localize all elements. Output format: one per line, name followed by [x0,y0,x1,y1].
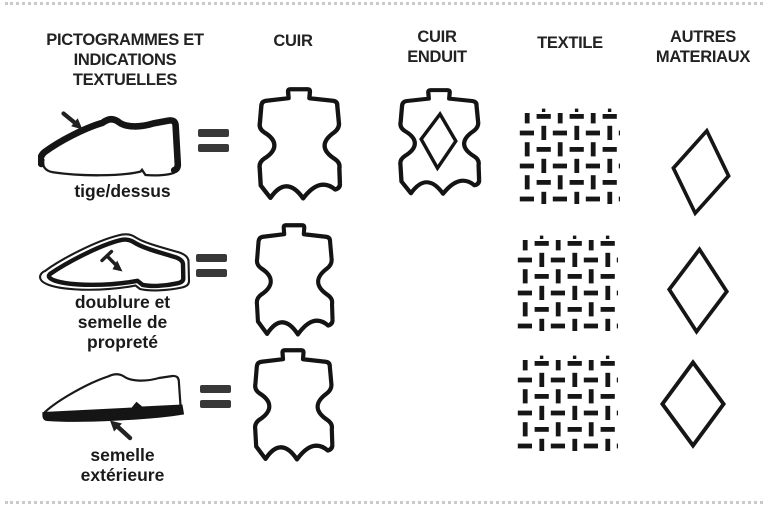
other-materials-diamond-icon [671,127,731,217]
shoe-lining-insole-icon [39,233,191,292]
leather-hide-icon [254,223,335,337]
arrow-icon [61,111,83,130]
shoe-upper-icon [38,111,182,177]
other-materials-diamond-icon [659,359,727,449]
textile-weave-icon [519,108,620,204]
equals-icon: = [200,385,231,408]
inner-diamond [419,110,458,172]
equals-bar-bottom [198,144,229,152]
leather-hide-icon [252,348,335,462]
outsole-band [42,401,185,422]
textile-weave-icon [517,235,618,331]
arrow-icon [100,249,123,272]
arrow-icon [110,420,133,441]
equals-icon: = [198,129,229,152]
column-header-pictograms: PICTOGRAMMES ET INDICATIONS TEXTUELLES [46,31,204,89]
row-label-semelle-exterieure: semelle extérieure [80,445,165,485]
column-header-cuir: CUIR [273,32,313,50]
textile-weave-icon [517,355,618,451]
equals-bar-bottom [200,400,231,408]
row-label-doublure: doublure et semelle de propreté [74,292,171,352]
leather-hide-icon [257,87,343,201]
shoe-outsole-icon [42,373,185,441]
equals-bar-top [200,385,231,393]
top-edge-dotted-line [5,2,763,5]
equals-bar-top [198,129,229,137]
bottom-edge-dotted-line [5,501,763,504]
other-materials-diamond-icon [666,246,730,335]
row-label-tige-dessus: tige/dessus [74,181,171,201]
column-header-textile: TEXTILE [537,34,603,52]
equals-icon: = [196,254,227,277]
equals-bar-bottom [196,269,227,277]
equals-bar-top [196,254,227,262]
coated-leather-icon [398,88,482,196]
column-header-autres-materiaux: AUTRES MATERIAUX [655,28,751,66]
column-header-cuir-enduit: CUIR ENDUIT [407,28,467,66]
